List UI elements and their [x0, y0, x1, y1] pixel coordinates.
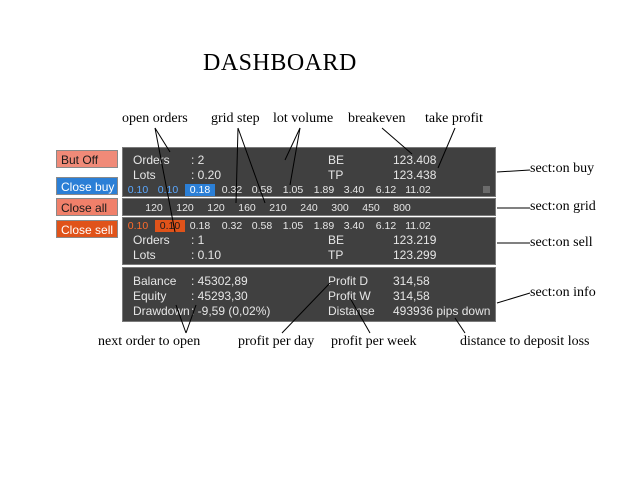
drawdown-value: : -9,59 (0,02%) — [191, 304, 271, 318]
buy-lots-label: Lots — [133, 168, 156, 182]
sell-lot-cell: 1.05 — [282, 220, 304, 232]
grid-step-cell: 450 — [362, 202, 380, 214]
sell-orders-label: Orders — [133, 233, 170, 247]
grid-step-cell: 120 — [145, 202, 163, 214]
buy-lot-cell: 1.89 — [313, 184, 335, 196]
but-off-button[interactable]: But Off — [56, 150, 118, 168]
buy-next-lot-cell: 0.18 — [185, 184, 215, 196]
annotation-lot-volume: lot volume — [273, 111, 334, 126]
sell-lot-cell: 0.18 — [189, 220, 211, 232]
page-title: DASHBOARD — [203, 50, 357, 76]
buy-lot-cell: 1.05 — [282, 184, 304, 196]
profit-day-label: Profit D — [328, 274, 369, 288]
section-buy-panel: Orders : 2 Lots : 0.20 BE 123.408 TP 123… — [122, 147, 496, 197]
sell-be-label: BE — [328, 233, 345, 247]
sell-be-value: 123.219 — [393, 233, 437, 247]
sell-lot-cell: 0.32 — [221, 220, 243, 232]
buy-lot-cell: 0.32 — [221, 184, 243, 196]
sell-lots-label: Lots — [133, 248, 156, 262]
profit-week-label: Profit W — [328, 289, 371, 303]
sell-next-lot-cell: 0.10 — [155, 220, 185, 232]
grid-step-cell: 120 — [176, 202, 194, 214]
annotation-section-sell: sect:on sell — [530, 235, 593, 250]
buy-lot-cell: 3.40 — [343, 184, 365, 196]
balance-value: : 45302,89 — [191, 274, 248, 288]
buy-lot-cell: 11.02 — [405, 184, 431, 196]
buy-lot-cell: 0.58 — [251, 184, 273, 196]
equity-value: : 45293,30 — [191, 289, 248, 303]
sell-tp-label: TP — [328, 248, 344, 262]
section-sell-panel: 0.10 0.10 0.18 0.32 0.58 1.05 1.89 3.40 … — [122, 217, 496, 265]
sell-tp-value: 123.299 — [393, 248, 437, 262]
grid-step-cell: 160 — [238, 202, 256, 214]
annotation-next-order: next order to open — [98, 334, 201, 349]
annotation-profit-week: profit per week — [331, 334, 417, 349]
sell-lot-cell: 1.89 — [313, 220, 335, 232]
distance-value: 493936 pips down — [393, 304, 491, 318]
grid-step-cell: 300 — [331, 202, 349, 214]
grid-step-cell: 240 — [300, 202, 318, 214]
section-info-panel: Balance : 45302,89 Equity : 45293,30 Dra… — [122, 267, 496, 322]
annotation-distance-loss: distance to deposit loss — [460, 334, 590, 349]
profit-day-value: 314,58 — [393, 274, 430, 288]
annotation-section-grid: sect:on grid — [530, 199, 596, 214]
profit-week-value: 314,58 — [393, 289, 430, 303]
grid-step-cell: 120 — [207, 202, 225, 214]
close-sell-button[interactable]: Close sell — [56, 220, 118, 238]
sell-lot-cell: 11.02 — [405, 220, 431, 232]
buy-tp-value: 123.438 — [393, 168, 437, 182]
close-buy-button[interactable]: Close buy — [56, 177, 118, 195]
buy-lot-cell: 0.10 — [157, 184, 179, 196]
sell-lots-value: : 0.10 — [191, 248, 222, 262]
sell-lot-cell: 3.40 — [343, 220, 365, 232]
buy-lot-cell: 0.10 — [127, 184, 149, 196]
annotation-section-buy: sect:on buy — [530, 161, 595, 176]
buy-lots-value: : 0.20 — [191, 168, 222, 182]
close-all-button[interactable]: Close all — [56, 198, 118, 216]
buy-tp-label: TP — [328, 168, 344, 182]
section-grid-panel: 120 120 120 160 210 240 300 450 800 — [122, 198, 496, 216]
balance-label: Balance — [133, 274, 177, 288]
sell-orders-value: : 1 — [191, 233, 205, 247]
drawdown-label: Drawdown — [133, 304, 190, 318]
grid-step-cell: 800 — [393, 202, 411, 214]
distance-label: Distanse — [328, 304, 375, 318]
buy-marker — [483, 186, 490, 193]
buy-lot-cell: 6.12 — [375, 184, 397, 196]
annotation-take-profit: take profit — [425, 111, 483, 126]
annotation-profit-day: profit per day — [238, 334, 315, 349]
buy-be-label: BE — [328, 153, 345, 167]
sell-lot-cell: 0.58 — [251, 220, 273, 232]
buy-be-value: 123.408 — [393, 153, 437, 167]
annotation-grid-step: grid step — [211, 111, 260, 126]
annotation-section-info: sect:on info — [530, 285, 596, 300]
grid-step-cell: 210 — [269, 202, 287, 214]
sell-lot-cell: 0.10 — [127, 220, 149, 232]
equity-label: Equity — [133, 289, 167, 303]
buy-orders-value: : 2 — [191, 153, 205, 167]
sell-lot-cell: 6.12 — [375, 220, 397, 232]
annotation-open-orders: open orders — [122, 111, 188, 126]
annotation-breakeven: breakeven — [348, 111, 406, 126]
